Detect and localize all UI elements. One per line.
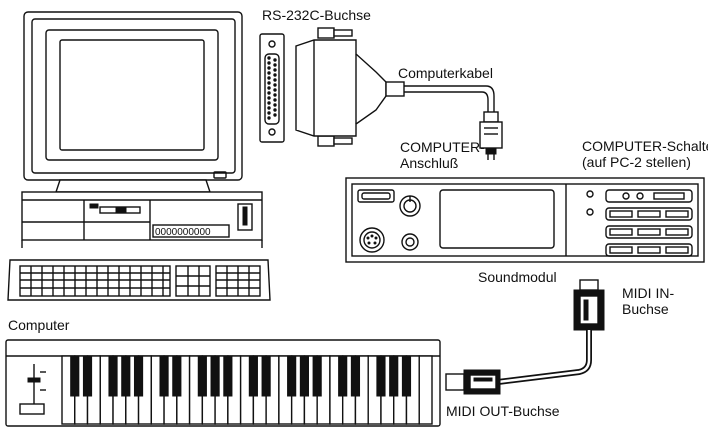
port-pin (267, 61, 271, 65)
port-pin (267, 101, 271, 105)
module-button (637, 210, 661, 218)
black-key (197, 355, 207, 397)
port-pin (267, 56, 271, 60)
rs232-port-icon (259, 33, 285, 143)
black-key (121, 355, 131, 397)
port-pin (273, 93, 277, 97)
computer-anschluss-label-1: COMPUTER- (400, 139, 485, 155)
port-pin (273, 98, 277, 102)
midi-in-label-1: MIDI IN- (622, 285, 674, 301)
midi-cable-icon (445, 279, 605, 395)
black-key (70, 355, 80, 397)
port-pin (267, 91, 271, 95)
port-pin (273, 83, 277, 87)
module-button (665, 246, 689, 254)
black-key (210, 355, 220, 397)
black-key (172, 355, 182, 397)
black-key (159, 355, 169, 397)
black-key (108, 355, 118, 397)
port-pin (273, 58, 277, 62)
desktop-computer-icon: 0000000000 (21, 11, 263, 248)
port-pin (267, 86, 271, 90)
midi-keyboard-icon (5, 339, 441, 427)
port-pin (273, 103, 277, 107)
black-key (299, 355, 309, 397)
midi-in-label-2: Buchse (622, 301, 669, 317)
white-key (418, 355, 433, 425)
black-key (82, 355, 93, 397)
black-key (389, 355, 399, 397)
port-pin (273, 113, 277, 117)
module-button (637, 246, 661, 254)
computerkabel-label: Computerkabel (398, 65, 493, 81)
button-row (605, 225, 693, 239)
module-button (609, 246, 633, 254)
rs232-label: RS-232C-Buchse (262, 7, 371, 23)
black-key (261, 355, 271, 397)
black-key (287, 355, 297, 397)
computer-anschluss-label-2: Anschluß (400, 155, 458, 171)
module-button (637, 228, 661, 236)
computer-keyboard-icon (7, 259, 271, 301)
black-key (133, 355, 144, 397)
port-pin (273, 108, 277, 112)
black-key (223, 355, 233, 397)
port-pin (273, 73, 277, 77)
black-key (350, 355, 361, 397)
computer-schalter-label-2: (auf PC-2 stellen) (582, 154, 691, 170)
module-button (609, 210, 633, 218)
port-pin (267, 76, 271, 80)
black-key (376, 355, 386, 397)
black-key (338, 355, 348, 397)
sound-module-icon (345, 177, 705, 263)
button-row (605, 243, 693, 257)
port-pin (267, 111, 271, 115)
port-pin (273, 78, 277, 82)
button-row (605, 207, 693, 221)
black-key (401, 355, 412, 397)
module-button (665, 228, 689, 236)
drive-counter: 0000000000 (155, 227, 211, 238)
soundmodul-label: Soundmodul (478, 269, 557, 285)
port-pin (267, 96, 271, 100)
port-pin (267, 81, 271, 85)
port-pin (273, 63, 277, 67)
module-button (665, 210, 689, 218)
port-pin (267, 106, 271, 110)
port-pin (273, 88, 277, 92)
black-key (312, 355, 322, 397)
serial-cable-icon (295, 27, 503, 160)
computer-schalter-label-1: COMPUTER-Schalter (582, 138, 708, 154)
port-pin (273, 68, 277, 72)
module-button (609, 228, 633, 236)
computer-label: Computer (8, 317, 70, 333)
port-pin (267, 71, 271, 75)
black-key (248, 355, 258, 397)
port-pin (267, 66, 271, 70)
midi-out-label: MIDI OUT-Buchse (446, 403, 560, 419)
port-pin (267, 116, 271, 120)
